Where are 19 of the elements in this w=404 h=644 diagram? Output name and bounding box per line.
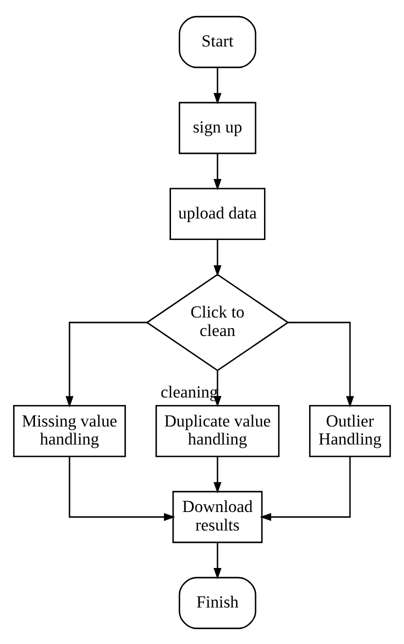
arrow	[214, 542, 222, 579]
node-box: Duplicate value handling	[155, 404, 280, 457]
node-box: upload data	[170, 187, 266, 240]
node-box: Missing value handling	[13, 404, 126, 457]
arrow	[214, 67, 222, 104]
arrow	[68, 456, 176, 520]
node-box: Start	[178, 15, 256, 68]
node-box: Download results	[172, 490, 263, 543]
arrow	[288, 321, 354, 407]
arrow	[260, 456, 351, 520]
arrow	[66, 321, 147, 407]
node-box: Finish	[178, 576, 256, 629]
node-box: Outlier Handling	[309, 404, 391, 457]
arrow	[214, 239, 222, 276]
edge-label: cleaning	[160, 382, 218, 401]
arrow	[214, 153, 222, 190]
arrow	[214, 456, 222, 493]
node-box: sign up	[178, 101, 256, 154]
node-diamond: Click to clean	[146, 273, 290, 371]
